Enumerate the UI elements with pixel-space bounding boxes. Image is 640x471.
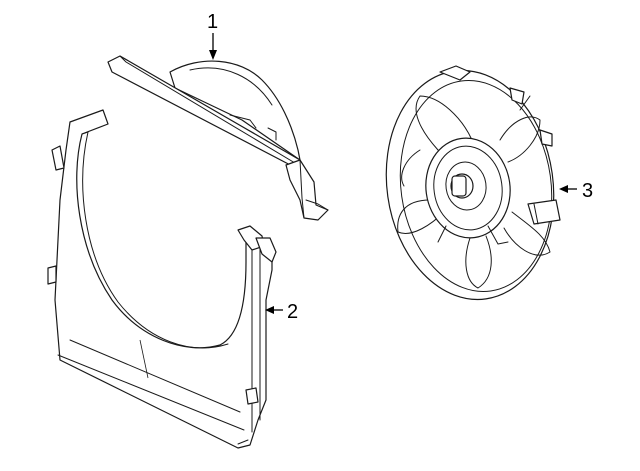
callout-3-arrowhead: [559, 185, 568, 193]
callout-1: 1: [207, 11, 218, 60]
callout-3: 3: [559, 180, 593, 202]
callout-3-label: 3: [582, 180, 593, 202]
fan-assembly-part[interactable]: [372, 60, 568, 311]
callout-2-arrowhead: [265, 306, 274, 314]
callout-1-label: 1: [207, 11, 218, 33]
callout-1-arrowhead: [209, 50, 217, 60]
callout-2: 2: [265, 301, 298, 323]
lower-shroud-part[interactable]: [47, 109, 277, 449]
callout-2-label: 2: [287, 301, 298, 323]
upper-shroud-part[interactable]: [107, 55, 329, 221]
